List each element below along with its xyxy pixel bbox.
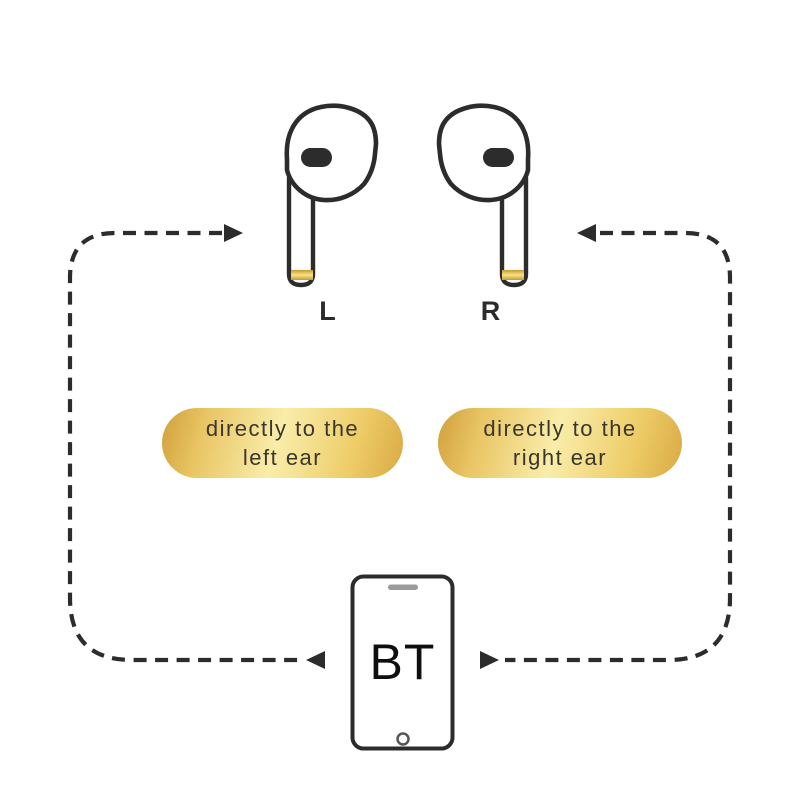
- phone-home-button-icon: [396, 732, 410, 746]
- right-earbud-label: R: [480, 296, 502, 326]
- left-arrow: [67, 224, 325, 669]
- right-earbud-icon: [439, 106, 528, 285]
- phone-body: [350, 574, 455, 751]
- earbud-speaker-slot: [301, 148, 332, 167]
- arrowhead-from-phone-left-icon: [306, 651, 325, 669]
- arrowhead-to-right-earbud-icon: [577, 224, 596, 242]
- right-arrow: [480, 224, 733, 669]
- arrowhead-to-left-earbud-icon: [224, 224, 243, 242]
- phone-icon: [350, 574, 455, 751]
- left-earbud-label: L: [319, 296, 337, 326]
- earbud-head: [284, 103, 379, 203]
- left-earbud-icon: [284, 103, 379, 288]
- phone-bt-label: BT: [369, 634, 436, 690]
- left-arrow-dashed-path: [67, 230, 300, 663]
- phone-speaker: [388, 584, 418, 590]
- earbud-gold-band: [291, 270, 313, 280]
- callout-line: left ear: [242, 445, 323, 470]
- callout-line: directly to the: [483, 416, 637, 441]
- callout-line: right ear: [512, 445, 608, 470]
- arrowhead-from-phone-right-icon: [480, 651, 499, 669]
- callout-left-ear: directly to the left ear: [162, 408, 403, 478]
- callout-right-ear: directly to the right ear: [438, 408, 682, 478]
- callout-line: directly to the: [205, 416, 360, 441]
- right-arrow-dashed-path: [505, 230, 733, 663]
